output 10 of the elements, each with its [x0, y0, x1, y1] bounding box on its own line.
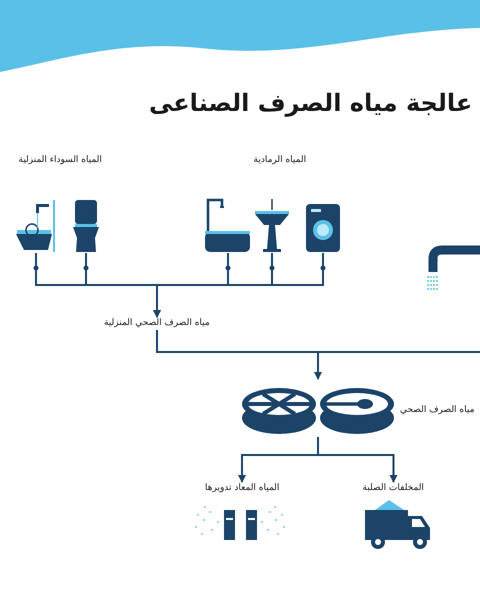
node-label: مياه الصرف الصحي المنزلية — [102, 316, 212, 330]
group-heading: المياه السوداء المنزلية — [18, 154, 103, 166]
group-heading: المياه الرمادية — [252, 154, 308, 166]
node-label: المياه المعاد تدويرها — [203, 482, 282, 494]
arrow — [156, 330, 322, 380]
arrow — [153, 253, 324, 318]
node-label: المخلفات الصلبة — [360, 482, 426, 494]
title: عالجة مياه الصرف الصناعى — [148, 88, 474, 118]
side-label: مياه الصرف الصحي — [399, 404, 476, 416]
arrow — [317, 437, 398, 483]
